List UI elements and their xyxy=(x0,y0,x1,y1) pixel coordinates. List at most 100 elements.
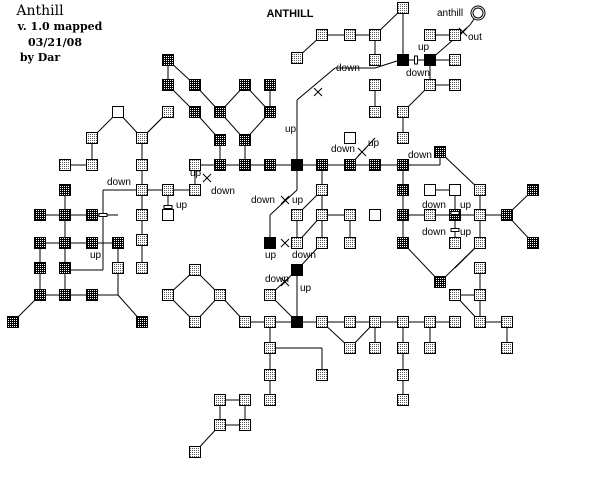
room xyxy=(397,237,409,249)
room xyxy=(189,159,201,171)
room xyxy=(264,106,276,118)
room xyxy=(214,394,226,406)
map-name: Anthill xyxy=(16,3,64,19)
room xyxy=(59,209,71,221)
connection-line xyxy=(402,242,441,283)
room xyxy=(34,289,46,301)
map-label-up: up xyxy=(368,138,380,149)
room xyxy=(59,159,71,171)
room xyxy=(397,342,409,354)
room xyxy=(369,29,381,41)
room xyxy=(474,289,486,301)
door-marker xyxy=(414,55,418,65)
room xyxy=(397,106,409,118)
room xyxy=(397,394,409,406)
room xyxy=(189,184,201,196)
room xyxy=(136,316,148,328)
room xyxy=(316,29,328,41)
room xyxy=(214,289,226,301)
room xyxy=(369,106,381,118)
room xyxy=(264,316,276,328)
room xyxy=(239,394,251,406)
room xyxy=(397,159,409,171)
room xyxy=(59,289,71,301)
connection-line xyxy=(280,238,290,248)
room xyxy=(424,29,436,41)
room xyxy=(397,2,409,14)
map-date: 03/21/08 xyxy=(28,36,82,49)
room xyxy=(239,159,251,171)
room xyxy=(162,209,174,221)
room xyxy=(424,79,436,91)
map-label-down: down xyxy=(331,144,355,155)
room xyxy=(214,106,226,118)
room xyxy=(424,342,436,354)
room xyxy=(316,316,328,328)
room xyxy=(59,237,71,249)
map-label-out: out xyxy=(468,32,482,43)
map-label-down: down xyxy=(422,227,446,238)
room xyxy=(86,132,98,144)
map-label-anthill: anthill xyxy=(437,8,463,19)
door-marker xyxy=(98,213,108,217)
room xyxy=(449,54,461,66)
room xyxy=(86,159,98,171)
room xyxy=(214,419,226,431)
room xyxy=(369,79,381,91)
room xyxy=(344,29,356,41)
connection-line xyxy=(357,147,367,157)
room xyxy=(59,184,71,196)
exit-circle-inner xyxy=(472,7,484,19)
room xyxy=(189,264,201,276)
room xyxy=(291,264,303,276)
room xyxy=(291,52,303,64)
connection-line xyxy=(439,151,481,191)
room xyxy=(291,237,303,249)
room xyxy=(369,342,381,354)
room xyxy=(189,79,201,91)
room xyxy=(162,184,174,196)
connection-line xyxy=(202,173,212,183)
map-label-up: up xyxy=(460,227,472,238)
room xyxy=(264,159,276,171)
room xyxy=(397,54,409,66)
room xyxy=(136,132,148,144)
room xyxy=(136,184,148,196)
room xyxy=(291,159,303,171)
room xyxy=(34,262,46,274)
room xyxy=(397,316,409,328)
room xyxy=(424,54,436,66)
room xyxy=(162,289,174,301)
room xyxy=(424,184,436,196)
room xyxy=(136,159,148,171)
room xyxy=(449,29,461,41)
room xyxy=(344,316,356,328)
door-marker xyxy=(450,211,460,215)
room xyxy=(214,134,226,146)
map-label-down: down xyxy=(336,63,360,74)
room xyxy=(34,237,46,249)
room xyxy=(449,316,461,328)
door-marker xyxy=(450,228,460,232)
room xyxy=(344,209,356,221)
room xyxy=(291,316,303,328)
room xyxy=(474,209,486,221)
map-label-up: up xyxy=(176,200,188,211)
room xyxy=(264,394,276,406)
room xyxy=(86,209,98,221)
room xyxy=(86,237,98,249)
map-title: ANTHILL xyxy=(266,8,314,20)
room xyxy=(397,209,409,221)
connection-line xyxy=(280,195,290,205)
room xyxy=(239,316,251,328)
map-label-up: up xyxy=(90,250,102,261)
room xyxy=(449,289,461,301)
room xyxy=(7,316,19,328)
room xyxy=(112,237,124,249)
connection-line xyxy=(429,24,471,61)
room xyxy=(474,184,486,196)
room xyxy=(424,209,436,221)
connection-line xyxy=(313,87,323,97)
map-label-down: down xyxy=(107,177,131,188)
room xyxy=(239,79,251,91)
